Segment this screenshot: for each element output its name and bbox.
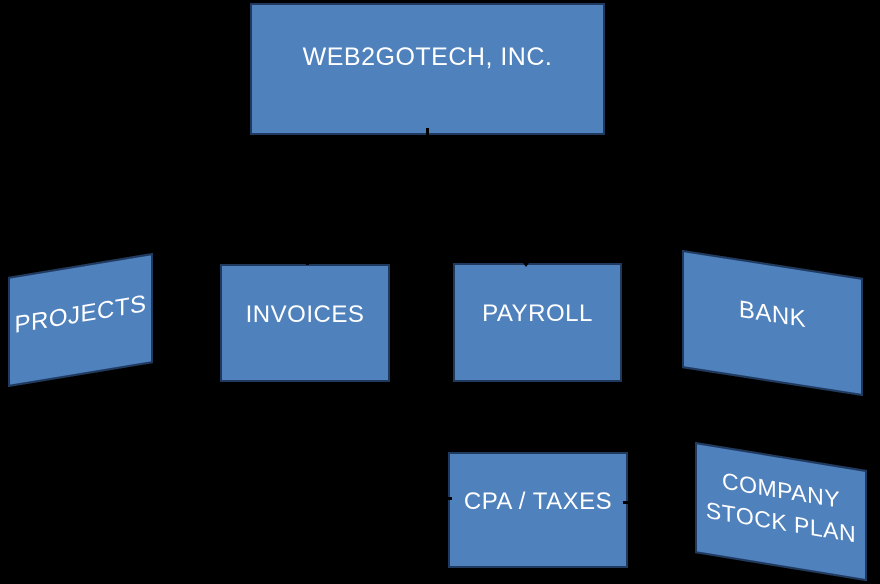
node-invoices-label: INVOICES bbox=[245, 300, 365, 328]
connector-stub bbox=[306, 256, 309, 265]
node-web2gotech-inc: WEB2GOTECH, INC. bbox=[250, 3, 605, 135]
node-company-stock-plan: COMPANY STOCK PLAN bbox=[695, 442, 867, 582]
node-bank: BANK bbox=[682, 250, 863, 397]
connector-stub bbox=[623, 501, 634, 504]
node-web2gotech-inc-label: WEB2GOTECH, INC. bbox=[302, 43, 553, 72]
node-projects: PROJECTS bbox=[8, 252, 153, 387]
node-payroll-label: PAYROLL bbox=[482, 300, 593, 328]
connector-stub bbox=[441, 497, 452, 500]
node-projects-label: PROJECTS bbox=[14, 289, 147, 339]
connector-arrowhead-icon bbox=[518, 256, 534, 267]
node-cpa-taxes: CPA / TAXES bbox=[448, 452, 628, 568]
connector-stub bbox=[426, 128, 429, 139]
node-bank-label: BANK bbox=[738, 295, 807, 334]
node-invoices: INVOICES bbox=[220, 264, 390, 382]
node-payroll: PAYROLL bbox=[453, 263, 622, 382]
node-cpa-taxes-label: CPA / TAXES bbox=[463, 487, 613, 515]
